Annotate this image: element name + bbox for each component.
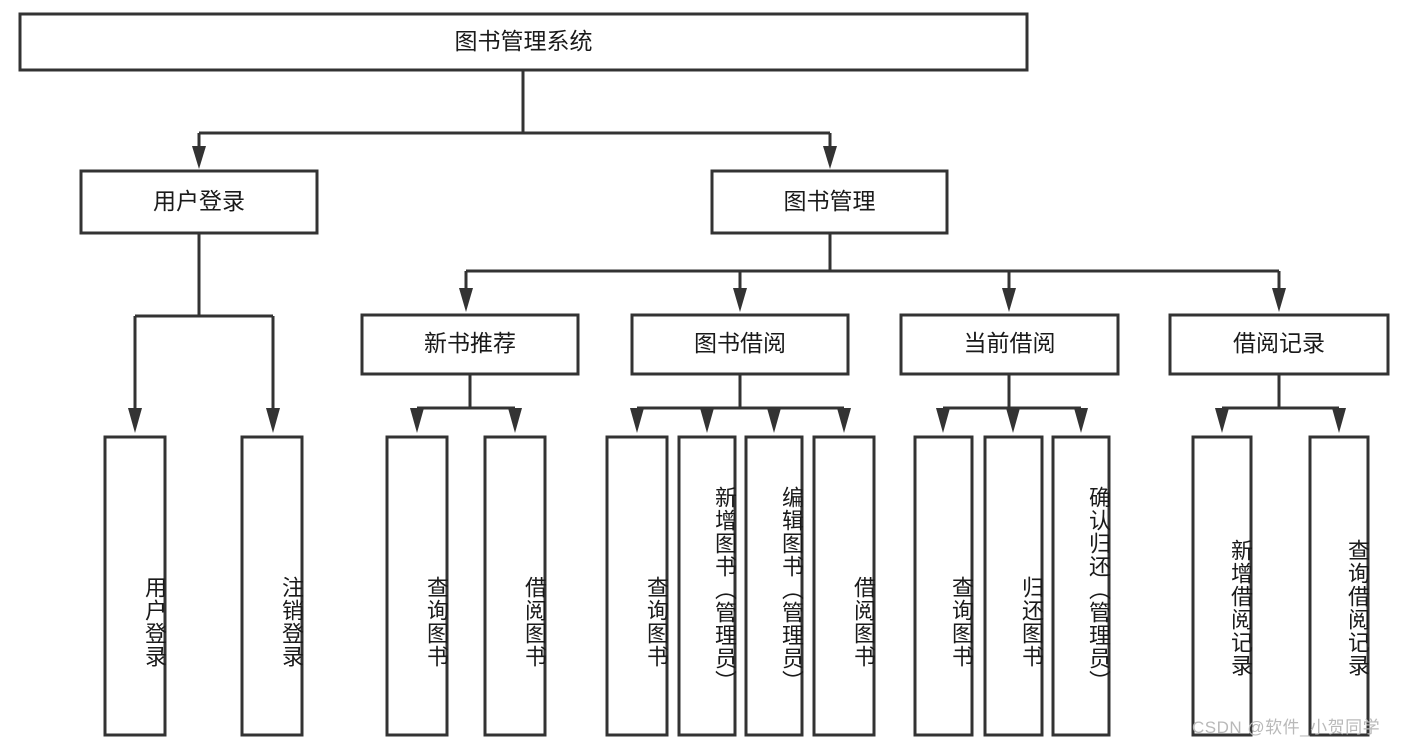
node-book-borrow[interactable]: 图书借阅 (630, 313, 850, 376)
node-book-borrow-box[interactable] (630, 313, 850, 376)
arrow-to-borrow-records (1272, 288, 1286, 312)
node-current-borrow-box[interactable] (899, 313, 1120, 376)
arrow-to-leaf-confirm-return (1074, 408, 1088, 433)
leaf-box-confirm-return[interactable] (1051, 435, 1111, 737)
node-new-book-recommend[interactable]: 新书推荐 (360, 313, 580, 376)
node-current-borrow[interactable]: 当前借阅 (899, 313, 1120, 376)
edge-group-current-borrow-to-leaves (936, 374, 1088, 433)
arrow-to-leaf-borrow-book (837, 408, 851, 433)
leaf-box-query-book-current[interactable] (913, 435, 974, 737)
node-root-label: 图书管理系统 (455, 28, 593, 54)
leaf-box-add-borrow-record[interactable] (1191, 435, 1253, 737)
leaf-box-edit-book[interactable] (744, 435, 804, 737)
node-book-management-box[interactable] (710, 169, 949, 235)
csdn-watermark: CSDN @软件_小贺同学 (1192, 718, 1381, 737)
arrow-to-leaf-user-login (128, 408, 142, 433)
node-user-login[interactable]: 用户登录 (79, 169, 319, 235)
node-borrow-records-label: 借阅记录 (1233, 330, 1325, 356)
node-book-borrow-label: 图书借阅 (694, 330, 786, 356)
node-root-box[interactable] (18, 12, 1029, 72)
arrow-to-leaf-query-book-recommend (410, 408, 424, 433)
arrow-to-leaf-borrow-book-recommend (508, 408, 522, 433)
node-new-book-recommend-box[interactable] (360, 313, 580, 376)
arrow-to-leaf-edit-book (767, 408, 781, 433)
node-borrow-records-box[interactable] (1168, 313, 1390, 376)
leaf-box-query-borrow-record[interactable] (1308, 435, 1370, 737)
arrow-to-book-borrow (733, 288, 747, 312)
edge-group-book-borrow-to-leaves (630, 374, 851, 433)
edge-group-borrow-records-to-leaves (1215, 374, 1346, 433)
edge-group-new-book-recommend-to-leaves (410, 374, 522, 433)
node-book-management[interactable]: 图书管理 (710, 169, 949, 235)
arrow-to-leaf-return-book (1006, 408, 1020, 433)
node-current-borrow-label: 当前借阅 (964, 330, 1056, 356)
edge-group-root-to-level2 (192, 70, 837, 169)
leaf-box-borrow-book[interactable] (812, 435, 876, 737)
leaf-box-logout[interactable] (240, 435, 304, 737)
edge-group-user-login-to-leaves (128, 233, 280, 433)
arrow-to-leaf-query-book-current (936, 408, 950, 433)
node-book-management-label: 图书管理 (784, 188, 876, 214)
leaf-box-query-book-borrow[interactable] (605, 435, 669, 737)
node-borrow-records[interactable]: 借阅记录 (1168, 313, 1390, 376)
arrow-to-leaf-add-book (700, 408, 714, 433)
leaf-boxes (103, 435, 1370, 737)
arrow-to-leaf-query-borrow-record (1332, 408, 1346, 433)
arrow-to-leaf-logout (266, 408, 280, 433)
edge-group-book-management-to-level3 (459, 233, 1286, 312)
arrow-to-leaf-query-book-borrow (630, 408, 644, 433)
arrow-to-user-login (192, 146, 206, 169)
leaf-box-add-book[interactable] (677, 435, 737, 737)
node-user-login-label: 用户登录 (153, 188, 245, 214)
node-user-login-box[interactable] (79, 169, 319, 235)
arrow-to-new-book-recommend (459, 288, 473, 312)
leaf-box-query-book-recommend[interactable] (385, 435, 449, 737)
leaf-box-borrow-book-recommend[interactable] (483, 435, 547, 737)
arrow-to-book-management (823, 146, 837, 169)
leaf-box-user-login[interactable] (103, 435, 167, 737)
arrow-to-leaf-add-borrow-record (1215, 408, 1229, 433)
arrow-to-current-borrow (1002, 288, 1016, 312)
node-new-book-recommend-label: 新书推荐 (424, 330, 516, 356)
node-root[interactable]: 图书管理系统 (18, 12, 1029, 72)
leaf-box-return-book[interactable] (983, 435, 1044, 737)
